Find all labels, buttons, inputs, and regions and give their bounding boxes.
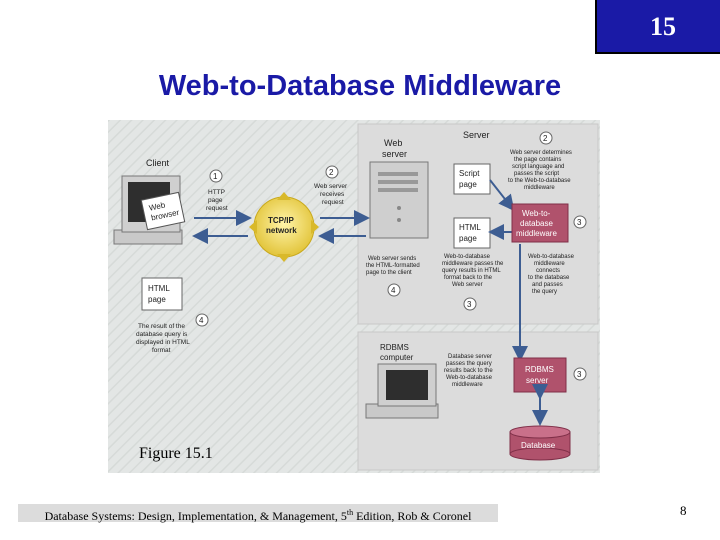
step-badge-2a: 2 (326, 166, 338, 178)
svg-text:middleware passes the: middleware passes the (442, 261, 504, 267)
chapter-number: 15 (650, 12, 676, 42)
svg-text:2: 2 (543, 134, 548, 143)
step-badge-1: 1 (210, 170, 222, 182)
svg-text:page to the client: page to the client (366, 270, 412, 276)
footer-text: Database Systems: Design, Implementation… (45, 509, 347, 523)
middleware-figure: Server Client Web server RDBMS computer … (108, 120, 600, 473)
svg-text:Web-to-database: Web-to-database (528, 254, 575, 260)
server-label: Server (463, 130, 490, 140)
client-html-page-label-2: page (148, 295, 166, 304)
svg-text:database query is: database query is (136, 331, 188, 338)
footer-text-end: Edition, Rob & Coronel (353, 509, 471, 523)
slide-title: Web-to-Database Middleware (0, 70, 720, 103)
svg-text:4: 4 (391, 286, 396, 295)
svg-text:passes the query: passes the query (446, 361, 492, 367)
step-badge-3a: 3 (574, 216, 586, 228)
rdbms-server-label-2: server (526, 376, 549, 385)
rdbms-computer-label-1: RDBMS (380, 343, 409, 352)
svg-text:Web-to-database: Web-to-database (444, 254, 491, 260)
server-html-page: HTML page (454, 218, 490, 248)
middleware-label-1: Web-to- (522, 209, 551, 218)
svg-text:the query: the query (532, 289, 557, 295)
rdbms-server-box: RDBMS server (514, 358, 566, 392)
database-cylinder: Database (510, 426, 570, 460)
svg-text:format back to the: format back to the (444, 275, 493, 281)
svg-text:middleware: middleware (452, 382, 483, 388)
step-badge-3c: 3 (574, 368, 586, 380)
svg-text:Web-to-database: Web-to-database (446, 375, 493, 381)
svg-text:HTTP: HTTP (208, 189, 225, 196)
chapter-badge: 15 (595, 0, 720, 54)
svg-text:to the Web-to-database: to the Web-to-database (508, 178, 571, 184)
rdbms-computer-label-2: computer (380, 353, 414, 362)
figure-caption: Figure 15.1 (139, 445, 213, 463)
svg-text:4: 4 (199, 316, 204, 325)
svg-text:receives: receives (320, 191, 345, 198)
web-server-label-1: Web (384, 138, 402, 148)
svg-text:page: page (208, 197, 223, 204)
footer-citation: Database Systems: Design, Implementation… (18, 504, 498, 522)
svg-text:1: 1 (213, 172, 218, 181)
web-server-label-2: server (382, 149, 407, 159)
middleware-box: Web-to- database middleware (512, 204, 568, 242)
svg-text:to the database: to the database (528, 275, 570, 281)
server-html-page-label-2: page (459, 234, 477, 243)
svg-text:3: 3 (577, 370, 582, 379)
svg-text:connects: connects (536, 268, 560, 274)
svg-text:the HTML-formatted: the HTML-formatted (366, 263, 420, 269)
svg-text:displayed in HTML: displayed in HTML (136, 339, 190, 346)
svg-text:Web server: Web server (314, 183, 348, 190)
tcpip-label-2: network (266, 226, 297, 235)
svg-text:script language and: script language and (512, 164, 564, 170)
svg-text:Web server determines: Web server determines (510, 150, 572, 156)
svg-text:request: request (322, 199, 344, 206)
client-label: Client (146, 158, 170, 168)
web-server-tower (370, 162, 428, 238)
middleware-label-2: database (520, 219, 553, 228)
script-page: Script page (454, 164, 490, 194)
step-badge-3b: 3 (464, 298, 476, 310)
client-html-page-label-1: HTML (148, 284, 170, 293)
svg-text:The result of the: The result of the (138, 323, 185, 330)
svg-text:3: 3 (577, 218, 582, 227)
svg-text:3: 3 (467, 300, 472, 309)
step-badge-4b: 4 (196, 314, 208, 326)
svg-text:Web server sends: Web server sends (368, 256, 416, 262)
script-page-label-1: Script (459, 169, 480, 178)
step-badge-4a: 4 (388, 284, 400, 296)
svg-text:passes the script: passes the script (514, 171, 559, 177)
server-html-page-label-1: HTML (459, 223, 481, 232)
page-number: 8 (680, 503, 687, 519)
svg-text:Web server: Web server (452, 282, 483, 288)
note-web-server-sends: Web server sends the HTML-formatted page… (366, 256, 420, 276)
svg-text:the page contains: the page contains (514, 157, 561, 163)
rdbms-server-label-1: RDBMS (525, 365, 554, 374)
svg-text:format: format (152, 347, 171, 354)
svg-text:and passes: and passes (532, 282, 563, 288)
svg-text:middleware: middleware (524, 185, 555, 191)
tcpip-label-1: TCP/IP (268, 216, 294, 225)
diagram-svg: Server Client Web server RDBMS computer … (108, 120, 600, 473)
client-html-page: HTML page (142, 278, 182, 310)
svg-text:request: request (206, 205, 228, 212)
script-page-label-2: page (459, 180, 477, 189)
svg-text:2: 2 (329, 168, 334, 177)
svg-text:middleware: middleware (534, 261, 565, 267)
svg-text:query results in HTML: query results in HTML (442, 268, 501, 274)
database-label: Database (521, 441, 556, 450)
svg-text:Database server: Database server (448, 354, 492, 360)
step-badge-2b: 2 (540, 132, 552, 144)
middleware-label-3: middleware (516, 229, 557, 238)
svg-text:results back to the: results back to the (444, 368, 493, 374)
